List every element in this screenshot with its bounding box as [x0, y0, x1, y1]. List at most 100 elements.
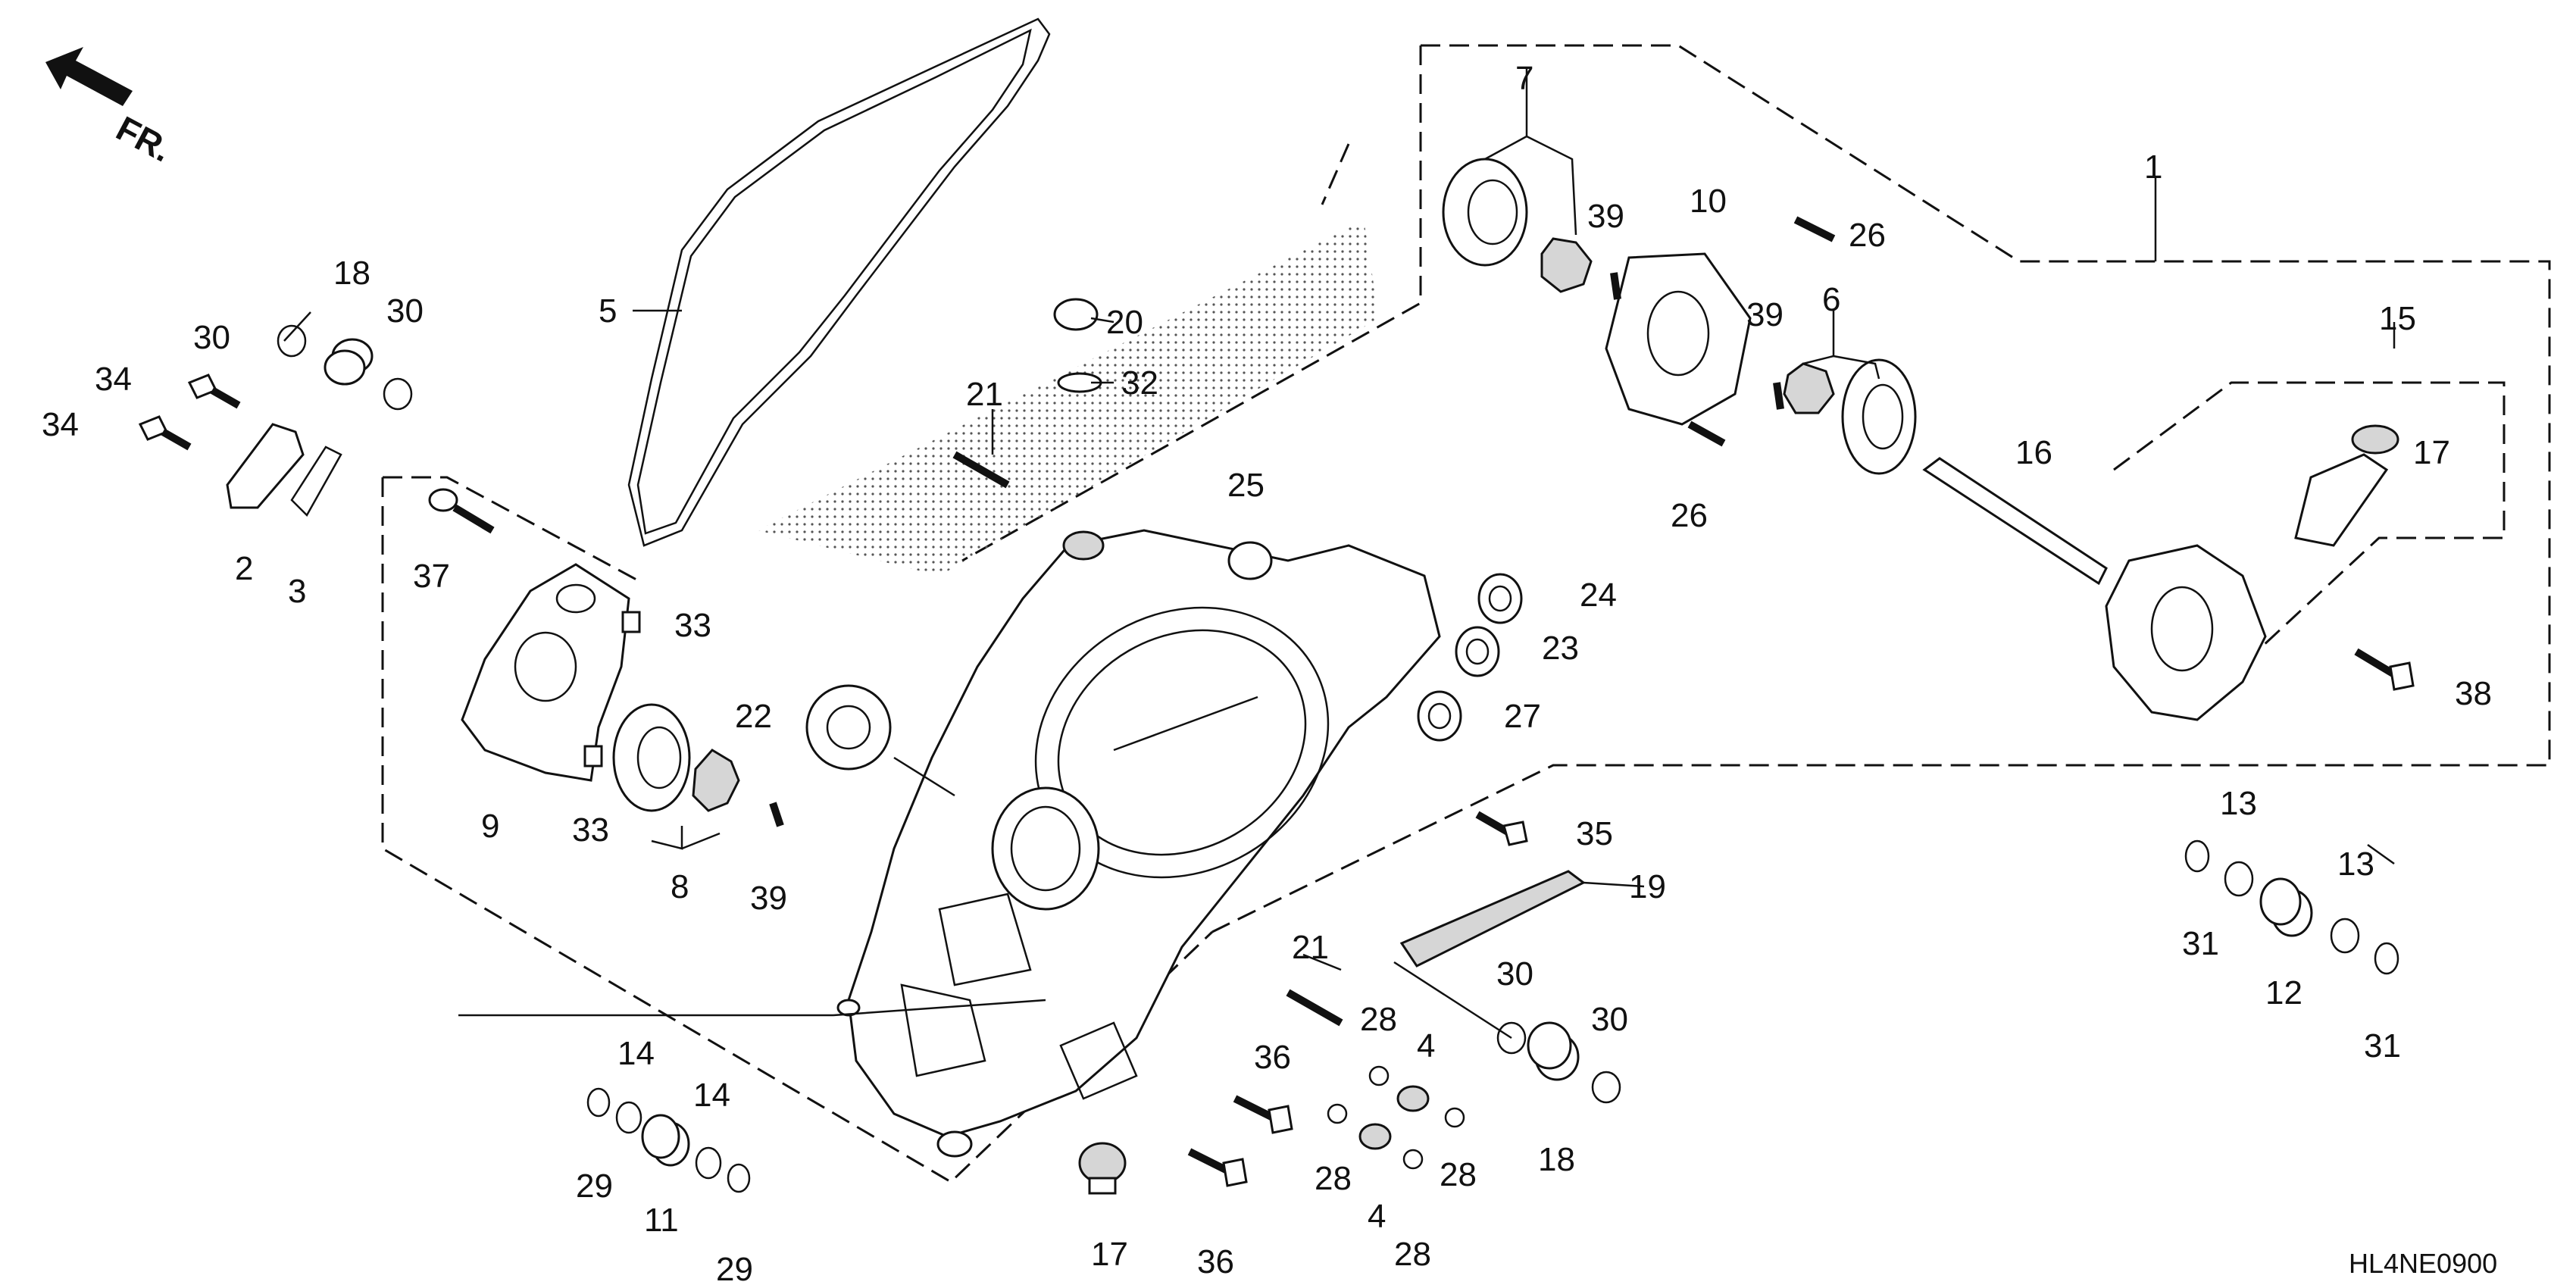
callout-26a: 26 [1849, 217, 1886, 254]
crankcase-cover [836, 529, 1441, 1158]
bolt-34-bottom [138, 415, 192, 451]
callout-16: 16 [2015, 434, 2052, 471]
callout-18b: 18 [1538, 1141, 1575, 1178]
callout-3: 3 [288, 573, 306, 610]
plate-19 [1399, 870, 1586, 968]
callout-28c: 28 [1440, 1156, 1477, 1193]
rotor-set-8 [612, 703, 740, 812]
assembly-outline-1b [961, 45, 1422, 562]
diagram-code: HL4NE0900 [2349, 1248, 2497, 1279]
seal-14-a [615, 1101, 642, 1134]
dowel-pin-26-bottom [1687, 420, 1726, 447]
callout-35: 35 [1576, 815, 1613, 852]
callout-30c: 30 [1496, 955, 1533, 993]
dowel-pin-39-right-a [1610, 272, 1621, 300]
callout-34b: 34 [42, 406, 79, 443]
dowel-pin-39-left [769, 802, 784, 827]
pump-body-15 [2105, 544, 2267, 721]
gasket-5 [627, 17, 1051, 547]
front-direction-arrow-icon [45, 47, 133, 106]
callout-7: 7 [1515, 60, 1533, 97]
gasket-5-inner [636, 28, 1032, 535]
rotor-set-6 [1783, 358, 1917, 475]
callout-2: 2 [235, 550, 253, 587]
callout-30a: 30 [193, 319, 230, 356]
o-ring-3 [290, 445, 342, 517]
callout-36b: 36 [1197, 1243, 1234, 1280]
pump-hatch-outline [1321, 143, 1350, 205]
assembly-outline-1 [1211, 44, 2551, 933]
callout-28d: 28 [1394, 1236, 1431, 1273]
cap-20 [1053, 298, 1099, 331]
callout-27: 27 [1504, 698, 1541, 735]
callout-39a: 39 [1587, 198, 1624, 235]
bearing-22 [805, 684, 892, 771]
assembly-outline-15 [2113, 381, 2506, 687]
bearing-24 [1477, 573, 1523, 624]
callout-19: 19 [1629, 868, 1666, 905]
callout-39c: 39 [750, 880, 787, 917]
seal-30-b [383, 377, 413, 411]
callout-31a: 31 [2182, 925, 2219, 962]
callout-11: 11 [644, 1202, 679, 1239]
callout-17b: 17 [1091, 1236, 1128, 1273]
jet-4-upper [1396, 1085, 1430, 1112]
seal-30-a [277, 324, 307, 358]
pump-body-10 [1605, 252, 1752, 426]
callout-labels: 1 2 3 4 4 5 6 7 8 9 10 11 12 13 13 14 14… [42, 60, 2492, 1288]
seal-30-c [1496, 1021, 1527, 1055]
callout-25: 25 [1227, 467, 1265, 504]
callout-32: 32 [1121, 364, 1158, 402]
strainer-17-right [2294, 424, 2399, 547]
seal-13-b [2330, 918, 2360, 954]
callout-28a: 28 [1360, 1001, 1397, 1038]
washer-28-c [1327, 1103, 1348, 1124]
dowel-pin-33-top [621, 611, 641, 633]
collar-18-left [324, 338, 374, 386]
callout-20: 20 [1106, 304, 1143, 341]
callout-39b: 39 [1746, 296, 1784, 333]
shaft-16 [1922, 457, 2108, 586]
callout-31b: 31 [2364, 1027, 2401, 1064]
bushing-25 [1227, 541, 1273, 580]
washer-28-a [1368, 1065, 1390, 1086]
callout-1: 1 [2144, 148, 2162, 186]
callout-10: 10 [1690, 183, 1727, 220]
bolt-34-top [187, 374, 241, 409]
ring-31-a [2184, 839, 2210, 873]
callout-33b: 33 [572, 811, 609, 849]
callout-18a: 18 [333, 255, 370, 292]
jet-4-lower [1358, 1123, 1392, 1150]
washer-28-b [1444, 1107, 1465, 1128]
bearing-23 [1455, 626, 1500, 677]
collar-11 [641, 1114, 690, 1167]
seal-13-a [2224, 861, 2254, 897]
callout-13b: 13 [2337, 846, 2374, 883]
callout-33a: 33 [674, 607, 711, 644]
plate-2 [226, 423, 305, 509]
dowel-pin-39-right-b [1773, 382, 1784, 410]
callout-36a: 36 [1254, 1039, 1291, 1076]
seal-27 [1417, 690, 1462, 742]
rotor-set-7 [1442, 158, 1593, 293]
callout-9: 9 [481, 808, 499, 845]
callout-4b: 4 [1368, 1198, 1386, 1235]
bolt-37 [428, 488, 495, 534]
callout-13a: 13 [2220, 785, 2257, 822]
callout-6: 6 [1822, 281, 1840, 318]
callout-28b: 28 [1315, 1160, 1352, 1197]
seal-30-d [1591, 1071, 1621, 1104]
direction-label: FR. [110, 108, 178, 170]
collar-12 [2259, 877, 2313, 937]
bolt-36-lower [1187, 1148, 1248, 1187]
callout-30b: 30 [386, 292, 424, 330]
collar-18-right [1527, 1021, 1580, 1081]
callout-5: 5 [599, 292, 617, 330]
callout-15: 15 [2379, 300, 2416, 337]
ring-31-b [2374, 942, 2399, 975]
dowel-pin-21-top [952, 451, 1010, 489]
callout-21a: 21 [966, 376, 1003, 413]
seal-14-b [695, 1146, 722, 1180]
shaded-mating-area-1 [758, 220, 1379, 576]
callout-8: 8 [671, 868, 689, 905]
